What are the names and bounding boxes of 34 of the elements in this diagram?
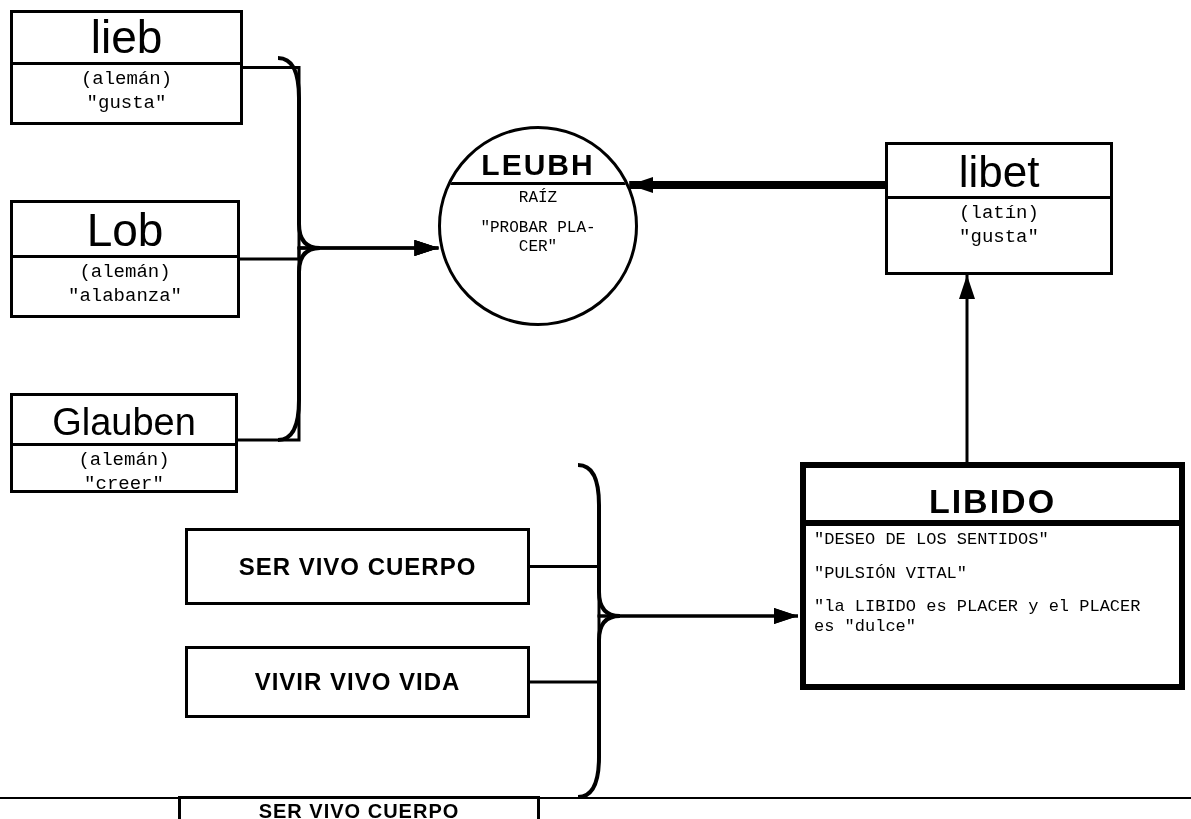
word-box [185, 528, 530, 605]
brace-arrow [238, 240, 439, 442]
word-box [10, 10, 243, 125]
word-gloss: "creer" [84, 473, 164, 490]
word-heading: LIBIDO [928, 484, 1057, 520]
word-gloss: "gusta" [959, 226, 1039, 249]
word-heading: Glauben [52, 403, 196, 443]
word-heading: libet [958, 150, 1040, 196]
box-label: VIVIR VIVO VIDA [253, 670, 462, 694]
word-gloss: "la LIBIDO es PLACER y el PLACER es "dulce" [814, 597, 1142, 637]
word-box [178, 796, 540, 819]
word-gloss: "DESEO DE LOS SENTIDOS" [814, 530, 1049, 550]
word-gloss: "alabanza" [68, 285, 182, 308]
word-gloss: RAÍZ [518, 189, 558, 208]
brace-arrow [530, 608, 798, 684]
box-label: SER VIVO CUERPO [237, 554, 478, 579]
word-heading: LEUBH [481, 150, 595, 182]
arrow [959, 275, 975, 462]
word-gloss: "PROBAR PLA- CER" [479, 219, 597, 257]
word-gloss: (latín) [959, 203, 1039, 225]
word-box [800, 462, 1185, 690]
word-box [885, 142, 1113, 275]
arrow [629, 177, 885, 193]
word-gloss: (alemán) [78, 450, 170, 472]
word-gloss: "PULSIÓN VITAL" [814, 563, 968, 584]
word-box [10, 393, 238, 493]
word-gloss: (alemán) [79, 262, 171, 284]
word-box [10, 200, 240, 318]
word-heading: Lob [86, 207, 164, 255]
word-gloss: (alemán) [80, 69, 173, 91]
word-heading: lieb [90, 14, 163, 62]
box-label: SER VIVO CUERPO [257, 801, 461, 819]
word-gloss: "gusta" [86, 92, 167, 115]
word-box [185, 646, 530, 718]
